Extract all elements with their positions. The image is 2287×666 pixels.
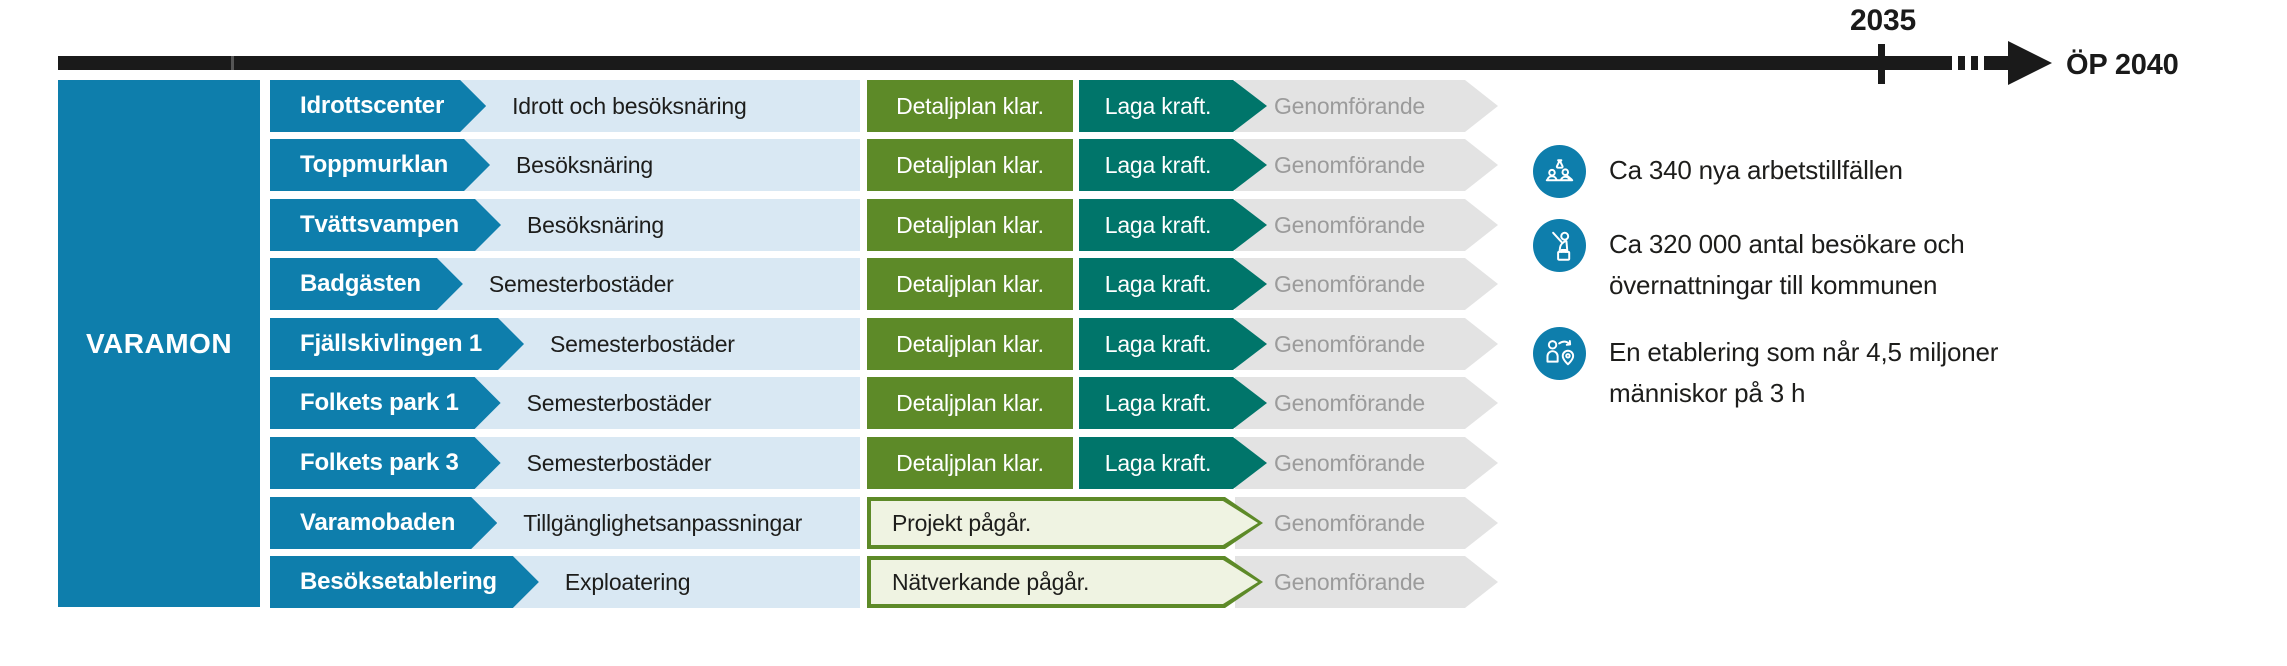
stage-detaljplan-klar: Detaljplan klar. [867,139,1073,191]
timeline-dash-gap [1965,56,1971,70]
stat-jobs: Ca 340 nya arbetstillfällen [1533,145,2053,198]
project-label: Fjällskivlingen 1 [270,318,524,370]
stage-genomforande: Genomförande [1235,377,1498,429]
stage-genomforande: Genomförande [1235,139,1498,191]
project-description: Tillgänglighetsanpassningar [523,509,803,536]
stage-genomforande: Genomförande [1235,437,1498,489]
timeline-tick-2035 [1878,44,1885,84]
stage-laga-kraft: Laga kraft. [1079,377,1267,429]
project-name: Besöksetablering [300,568,497,595]
project-label: Toppmurklan [270,139,490,191]
stat-text: Ca 340 nya arbetstillfällen [1609,155,1903,185]
project-name: Folkets park 1 [300,389,459,416]
project-description: Idrott och besöksnäring [512,92,747,119]
project-row-badgasten: Badgästen Semesterbostäder Detaljplan kl… [270,258,1500,310]
project-description: Semesterbostäder [488,270,674,297]
project-row-besoksetablering: Besöksetablering Exploatering Nätverkand… [270,556,1500,608]
project-description: Besöksnäring [516,151,653,178]
project-name: Varamobaden [300,509,456,536]
project-description: Semesterbostäder [550,330,735,357]
stage-detaljplan-klar: Detaljplan klar. [867,258,1073,310]
stage-projekt-pagar: Projekt pågår. [867,497,1263,549]
project-name: Fjällskivlingen 1 [300,330,483,357]
project-row-tvattsvampen: Tvättsvampen Besöksnäring Detaljplan kla… [270,199,1500,251]
stage-laga-kraft: Laga kraft. [1079,258,1267,310]
stage-genomforande: Genomförande [1235,258,1498,310]
stage-ongoing-fill [871,501,1258,545]
stage-genomforande: Genomförande [1235,80,1498,132]
project-label: Folkets park 3 [270,437,501,489]
stage-laga-kraft: Laga kraft. [1079,318,1267,370]
timeline-end-label: ÖP 2040 [2066,49,2179,81]
project-description: Exploatering [564,568,691,595]
project-label: Folkets park 1 [270,377,501,429]
stage-label: Nätverkande pågår. [892,568,1090,595]
project-rows: Idrottscenter Idrott och besöksnäring De… [270,80,1500,608]
project-description: Semesterbostäder [526,449,712,476]
project-label: Varamobaden [270,497,497,549]
stage-laga-kraft: Laga kraft. [1079,437,1267,489]
stage-genomforande: Genomförande [1235,199,1498,251]
stage-detaljplan-klar: Detaljplan klar. [867,318,1073,370]
project-row-idrottscenter: Idrottscenter Idrott och besöksnäring De… [270,80,1500,132]
stat-visitors: Ca 320 000 antal besökare och övernattni… [1533,219,2053,306]
stage-detaljplan-klar: Detaljplan klar. [867,80,1073,132]
timeline-tick-label: 2035 [1850,4,1916,37]
stage-ongoing-fill [871,560,1258,604]
project-description: Besöksnäring [527,211,664,238]
project-label: Besöksetablering [270,556,539,608]
stage-laga-kraft: Laga kraft. [1079,139,1267,191]
project-name: Folkets park 3 [300,449,459,476]
reach-icon [1533,327,1586,380]
timeline-dash-gap [1952,56,1958,70]
stage-genomforande: Genomförande [1235,318,1498,370]
project-row-toppmurklan: Toppmurklan Besöksnäring Detaljplan klar… [270,139,1500,191]
group-label: VARAMON [85,327,233,359]
project-name: Badgästen [300,270,421,297]
stage-detaljplan-klar: Detaljplan klar. [867,377,1073,429]
timeline-dash-gap [1978,56,1984,70]
stage-detaljplan-klar: Detaljplan klar. [867,199,1073,251]
stat-reach: En etablering som når 4,5 miljoner männi… [1533,327,2053,414]
project-row-fjallskivlingen-1: Fjällskivlingen 1 Semesterbostäder Detal… [270,318,1500,370]
project-label: Tvättsvampen [270,199,501,251]
project-label: Badgästen [270,258,463,310]
project-name: Toppmurklan [300,151,449,178]
timeline-bar [58,56,2012,70]
stage-natverkande-pagar: Nätverkande pågår. [867,556,1263,608]
stage-laga-kraft: Laga kraft. [1079,199,1267,251]
stat-text: En etablering som når 4,5 miljoner männi… [1609,337,1999,408]
project-name: Idrottscenter [300,92,445,119]
stage-genomforande: Genomförande [1235,497,1498,549]
visitors-icon [1533,219,1586,272]
project-row-folkets-park-1: Folkets park 1 Semesterbostäder Detaljpl… [270,377,1500,429]
key-figures: Ca 340 nya arbetstillfällen Ca 320 000 a… [1533,145,2053,435]
timeline-arrowhead-icon [2008,41,2052,85]
project-row-varamobaden: Varamobaden Tillgänglighetsanpassningar … [270,497,1500,549]
project-name: Tvättsvampen [300,211,459,238]
stat-text: Ca 320 000 antal besökare och övernattni… [1609,229,1965,300]
timeline-segment-seam [231,56,234,70]
project-label: Idrottscenter [270,80,486,132]
stage-detaljplan-klar: Detaljplan klar. [867,437,1073,489]
stage-laga-kraft: Laga kraft. [1079,80,1267,132]
project-row-folkets-park-3: Folkets park 3 Semesterbostäder Detaljpl… [270,437,1500,489]
group-block-varamon: VARAMON [58,80,260,607]
project-description: Semesterbostäder [526,389,712,416]
stage-label: Projekt pågår. [892,509,1032,536]
stage-genomforande: Genomförande [1235,556,1498,608]
jobs-icon [1533,145,1586,198]
